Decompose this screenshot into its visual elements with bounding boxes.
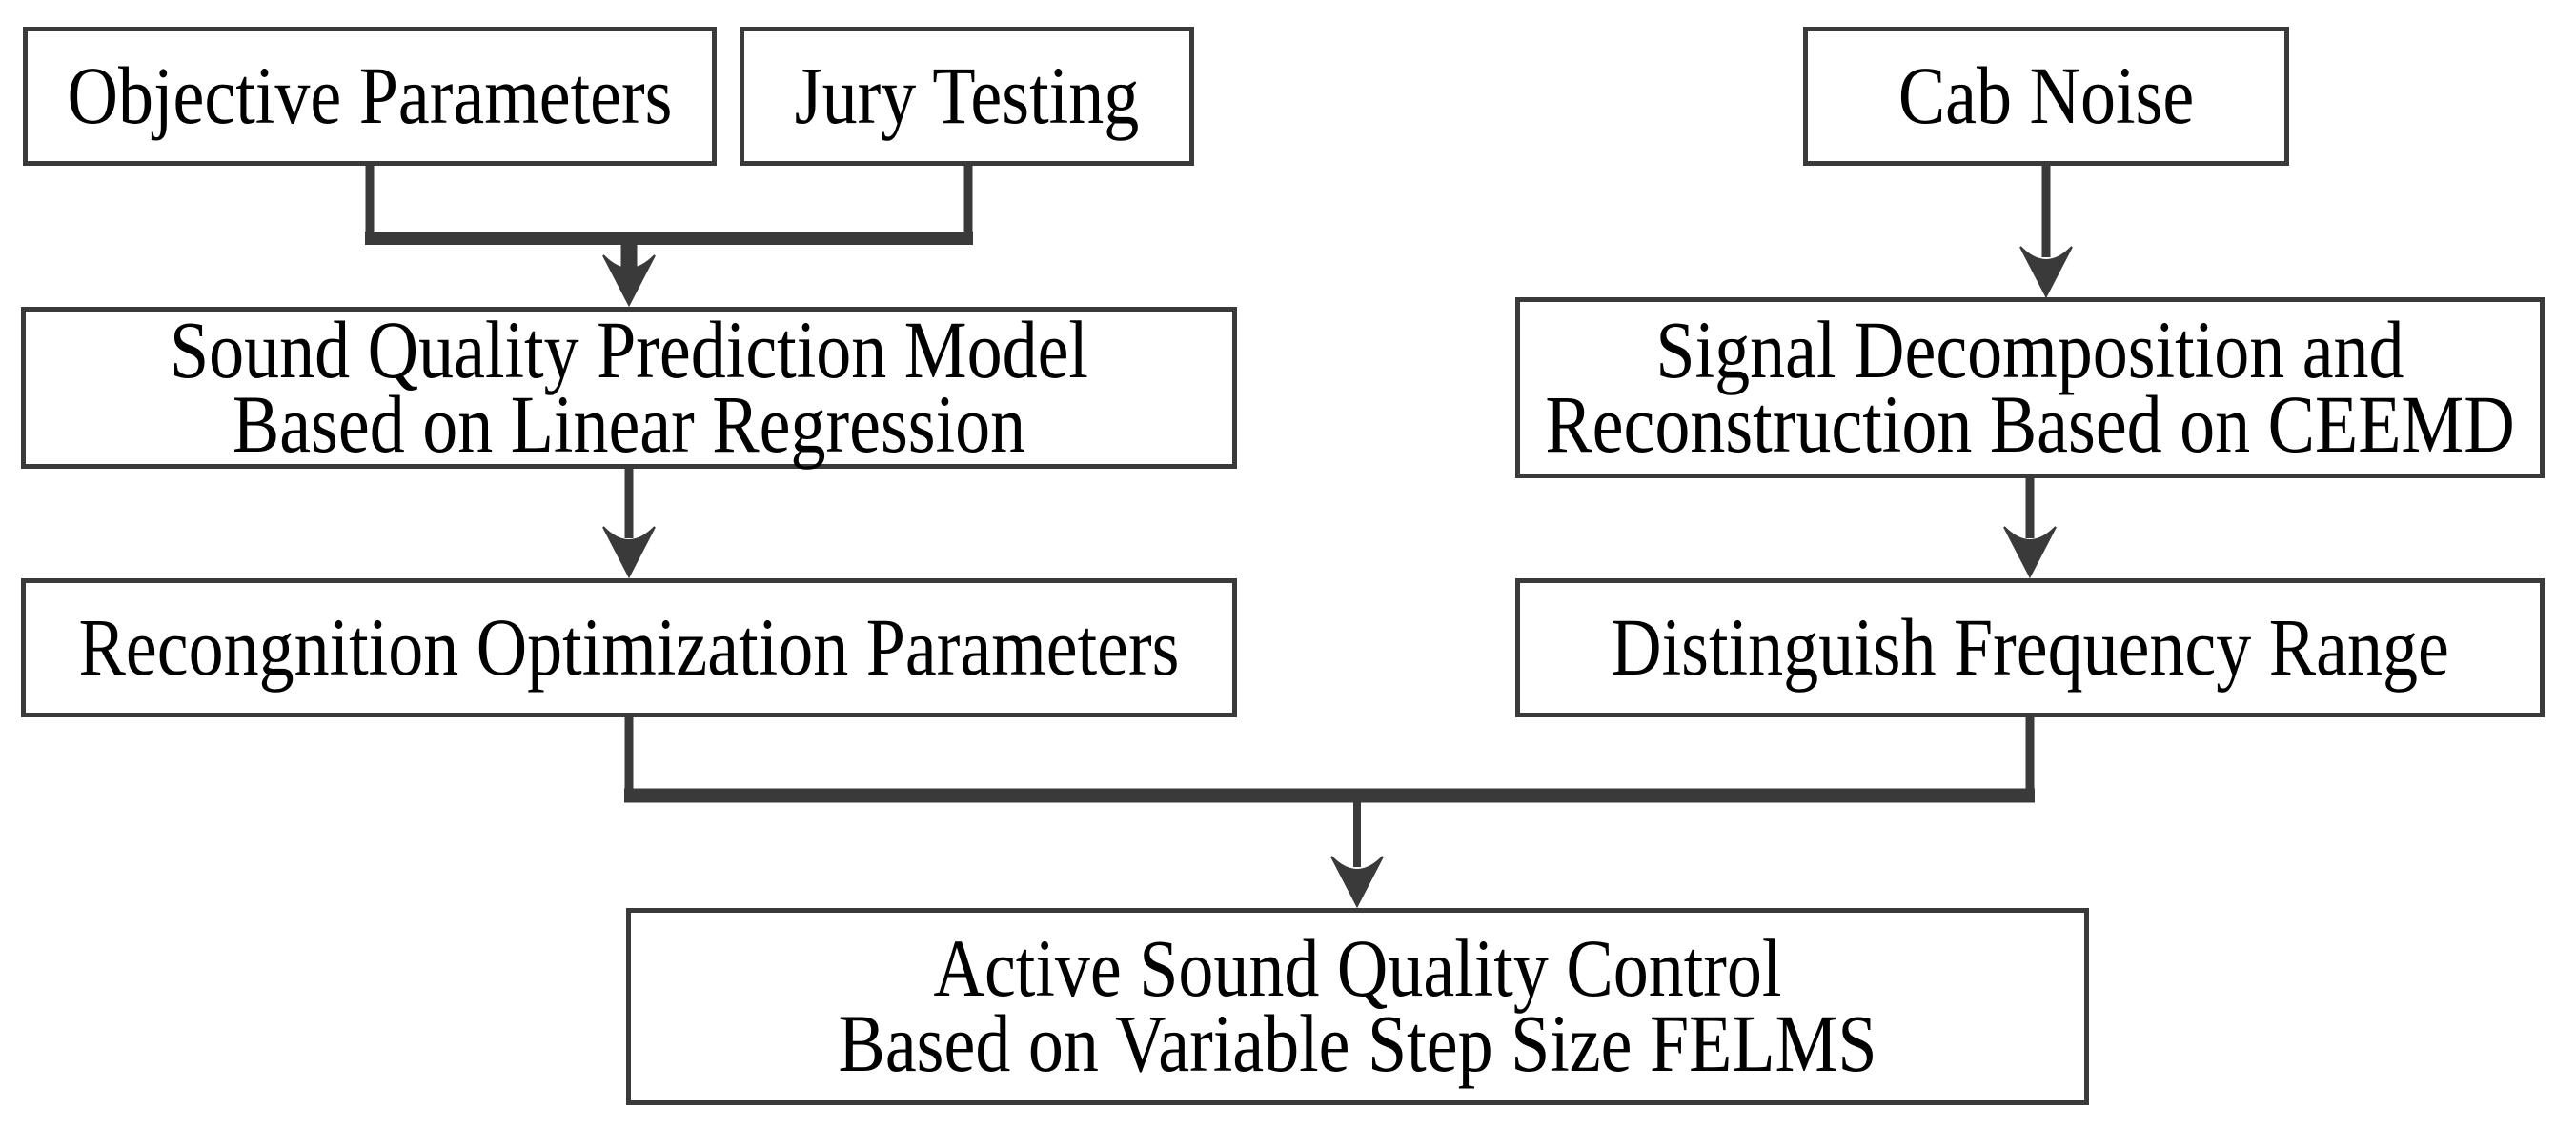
arrowhead-to-signal-decomposition — [2019, 246, 2073, 299]
flow-box-label-line2: Based on Variable Step Size FELMS — [838, 998, 1877, 1090]
flow-box-label-line2: Reconstruction Based on CEEMD — [1545, 379, 2515, 471]
flow-box-label: Jury Testing — [794, 50, 1140, 142]
flow-box-label: Objective Parameters — [67, 50, 673, 142]
flow-box-signal-decomposition: Signal Decomposition and Reconstruction … — [1515, 297, 2545, 478]
flow-box-distinguish-frequency-range: Distinguish Frequency Range — [1515, 578, 2545, 717]
flow-box-label-line1: Signal Decomposition and — [1655, 304, 2404, 396]
flow-box-objective-parameters: Objective Parameters — [23, 27, 717, 166]
flow-box-label-line1: Sound Quality Prediction Model — [170, 304, 1088, 396]
arrowhead-to-asqc — [1330, 856, 1384, 909]
flow-box-recognition-optimization-parameters: Recongnition Optimization Parameters — [21, 578, 1237, 717]
arrowhead-to-frequency — [2003, 526, 2057, 579]
flow-box-cab-noise: Cab Noise — [1803, 27, 2289, 166]
flow-box-label: Recongnition Optimization Parameters — [78, 602, 1180, 694]
flow-box-sound-quality-prediction-model: Sound Quality Prediction Model Based on … — [21, 307, 1237, 469]
flow-box-label: Cab Noise — [1897, 50, 2195, 142]
flow-box-label-line2: Based on Linear Regression — [232, 379, 1026, 471]
flow-box-jury-testing: Jury Testing — [740, 27, 1194, 166]
flow-box-label-line1: Active Sound Quality Control — [933, 923, 1782, 1015]
flow-box-label: Distinguish Frequency Range — [1611, 602, 2449, 694]
flow-box-active-sound-quality-control: Active Sound Quality Control Based on Va… — [626, 908, 2089, 1105]
arrowhead-to-prediction-model — [602, 254, 656, 308]
arrowhead-to-recognition — [602, 526, 656, 579]
